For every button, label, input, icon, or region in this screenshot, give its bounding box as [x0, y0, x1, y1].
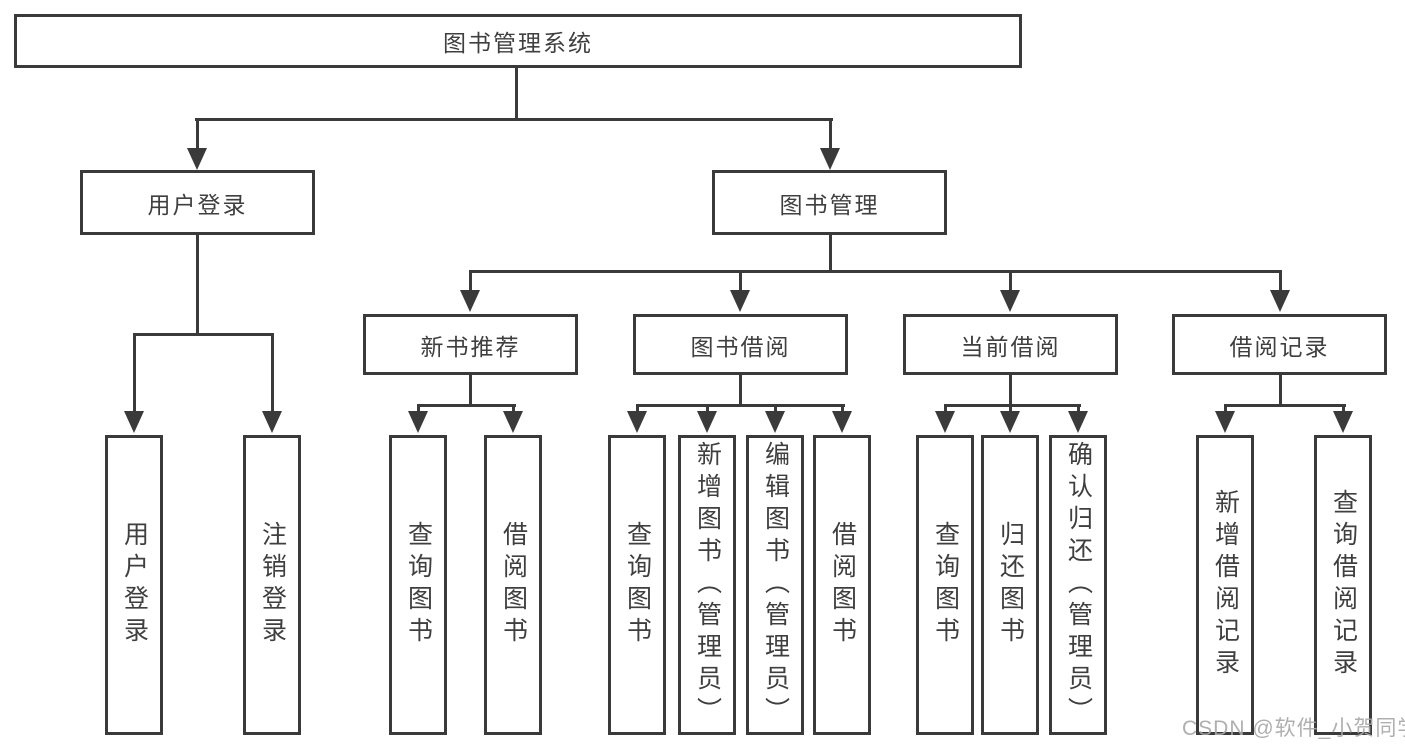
connector-vline — [1279, 270, 1282, 292]
connector-vline — [1009, 404, 1012, 414]
leaf-borrow-books-borrowing: 借阅图书 — [813, 435, 871, 735]
connector-vline — [1077, 404, 1080, 414]
leaf-query-books-current: 查询图书 — [916, 435, 974, 735]
connector-vline — [1224, 404, 1227, 414]
node-book-borrowing: 图书借阅 — [633, 314, 848, 375]
arrow-head — [1068, 411, 1088, 433]
node-label: 新增借阅记录 — [1211, 489, 1240, 681]
connector-hline — [944, 404, 1081, 407]
arrow-head — [1333, 411, 1353, 433]
connector-vline — [944, 404, 947, 414]
leaf-query-books-recommend: 查询图书 — [389, 435, 447, 735]
connector-vline — [515, 68, 518, 120]
arrow-head — [187, 148, 207, 170]
arrow-head — [262, 411, 282, 433]
arrow-head — [935, 411, 955, 433]
node-label: 图书借阅 — [690, 333, 791, 360]
node-label: 查询图书 — [404, 521, 433, 649]
node-book-management: 图书管理 — [712, 170, 947, 235]
leaf-add-books-admin: 新增图书（管理员） — [678, 435, 736, 735]
arrow-head — [503, 411, 523, 433]
connector-vline — [196, 235, 199, 335]
arrow-head — [408, 411, 428, 433]
arrow-head — [627, 411, 647, 433]
leaf-return-books: 归还图书 — [981, 435, 1039, 735]
connector-vline — [133, 333, 136, 413]
arrow-head — [765, 411, 785, 433]
node-current-borrowing: 当前借阅 — [903, 314, 1118, 375]
connector-vline — [1342, 404, 1345, 414]
connector-vline — [512, 404, 515, 414]
connector-hline — [133, 333, 274, 336]
connector-hline — [195, 118, 833, 121]
connector-hline — [636, 404, 845, 407]
node-book-management-system: 图书管理系统 — [14, 14, 1022, 68]
node-label: 查询图书 — [931, 521, 960, 649]
connector-vline — [271, 333, 274, 413]
leaf-logout: 注销登录 — [243, 435, 301, 735]
arrow-head — [730, 290, 750, 312]
arrow-head — [1000, 411, 1020, 433]
node-label: 编辑图书（管理员） — [761, 441, 790, 729]
connector-vline — [739, 270, 742, 292]
connector-vline — [196, 118, 199, 150]
node-label: 注销登录 — [258, 521, 287, 649]
node-label: 查询图书 — [623, 521, 652, 649]
node-label: 图书管理 — [779, 191, 880, 218]
node-label: 新增图书（管理员） — [693, 441, 722, 729]
node-label: 新书推荐 — [420, 333, 521, 360]
node-label: 图书管理系统 — [443, 30, 593, 56]
node-label: 归还图书 — [996, 521, 1025, 649]
node-user-login-group: 用户登录 — [80, 170, 315, 235]
leaf-query-borrow-record: 查询借阅记录 — [1314, 435, 1372, 735]
arrow-head — [820, 148, 840, 170]
node-label: 确认归还（管理员） — [1064, 441, 1093, 729]
connector-vline — [417, 404, 420, 414]
leaf-query-books-borrowing: 查询图书 — [608, 435, 666, 735]
connector-vline — [841, 404, 844, 414]
arrow-head — [697, 411, 717, 433]
connector-vline — [829, 235, 832, 272]
arrow-head — [1000, 290, 1020, 312]
connector-vline — [469, 270, 472, 292]
arrow-head — [1270, 290, 1290, 312]
arrow-head — [1215, 411, 1235, 433]
leaf-borrow-books-recommend: 借阅图书 — [484, 435, 542, 735]
node-label: 当前借阅 — [960, 333, 1061, 360]
node-label: 查询借阅记录 — [1329, 489, 1358, 681]
leaf-add-borrow-record: 新增借阅记录 — [1196, 435, 1254, 735]
connector-vline — [774, 404, 777, 414]
node-label: 用户登录 — [120, 521, 149, 649]
node-label: 借阅记录 — [1229, 333, 1330, 360]
node-label: 借阅图书 — [828, 521, 857, 649]
arrow-head — [460, 290, 480, 312]
connector-vline — [469, 375, 472, 406]
node-new-book-recommendation: 新书推荐 — [363, 314, 578, 375]
node-label: 借阅图书 — [499, 521, 528, 649]
connector-hline — [417, 404, 516, 407]
connector-vline — [829, 118, 832, 150]
connector-vline — [636, 404, 639, 414]
connector-vline — [1009, 270, 1012, 292]
node-borrowing-records: 借阅记录 — [1172, 314, 1387, 375]
connector-vline — [739, 375, 742, 406]
connector-vline — [1009, 375, 1012, 406]
arrow-head — [832, 411, 852, 433]
connector-hline — [469, 270, 1282, 273]
connector-hline — [1224, 404, 1346, 407]
arrow-head — [124, 411, 144, 433]
connector-vline — [706, 404, 709, 414]
leaf-user-login: 用户登录 — [105, 435, 163, 735]
leaf-confirm-return-admin: 确认归还（管理员） — [1049, 435, 1107, 735]
csdn-watermark: CSDN @软件_小贺同学 — [1182, 717, 1405, 740]
connector-vline — [1279, 375, 1282, 406]
node-label: 用户登录 — [147, 191, 248, 218]
leaf-edit-books-admin: 编辑图书（管理员） — [746, 435, 804, 735]
